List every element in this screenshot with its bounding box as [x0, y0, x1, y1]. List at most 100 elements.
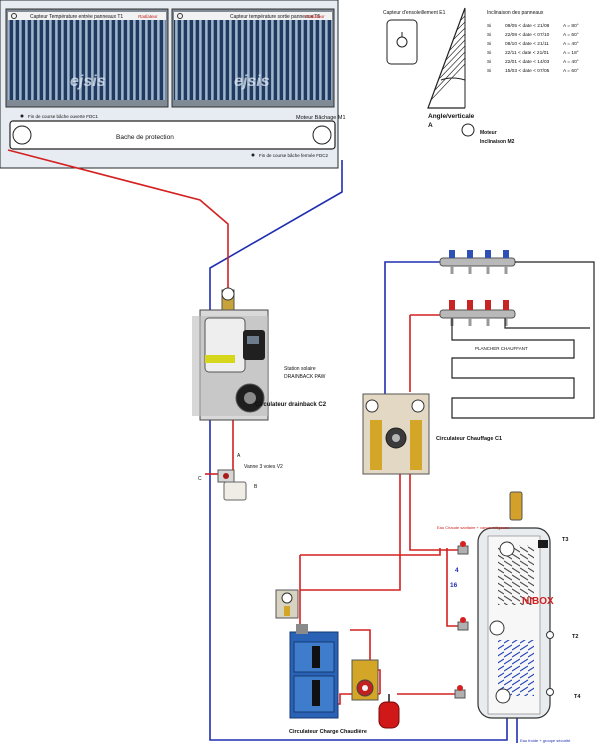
solar-station-name-1: Station solaire	[284, 366, 316, 372]
manifold-valve-cap	[467, 250, 473, 258]
manifold-valve-stem	[450, 266, 454, 274]
inclination-row-si: Si	[487, 68, 491, 74]
station-gauge	[221, 287, 235, 301]
bottom-limit-label: Fin de course bâche fermée FDC2	[259, 153, 329, 158]
manifold-outlet	[486, 318, 490, 326]
tank-number-4: 4	[455, 567, 459, 574]
inclination-row-si: Si	[487, 50, 491, 56]
station-controller	[243, 330, 265, 360]
tank-flange-top	[499, 541, 515, 557]
heating-circulator-label: Circulateur Chauffage C1	[436, 436, 502, 442]
manifold-flowmeter	[485, 300, 491, 310]
inclination-row-si: Si	[487, 32, 491, 38]
tarp-rect	[9, 120, 336, 150]
inclination-row-range: 08/05 < date < 21/08	[505, 23, 550, 29]
manifold-valve-cap	[485, 250, 491, 258]
inclination-row-angle: A = 60°	[563, 32, 579, 38]
manifold-valve-stem	[468, 266, 472, 274]
motor-cover-label: Moteur Bâchage M1	[296, 115, 346, 121]
manifold-valve-cap	[449, 250, 455, 258]
motor-m2-line1: Moteur	[480, 130, 497, 136]
motor-m2-icon	[461, 123, 475, 137]
sensor-t4-probe	[546, 688, 554, 696]
sun-sensor: Capteur d'ensoleillement E1	[383, 10, 446, 65]
manifold-outlet	[468, 318, 472, 326]
inclination-row-range: 22/08 < date < 07/10	[505, 32, 550, 38]
brand-mark: Radiateur	[138, 14, 158, 19]
sensor-t2-label: T2	[572, 634, 578, 640]
sensor-t3-probe	[538, 540, 548, 548]
tank-flange-mid	[489, 620, 505, 636]
inclination-row-angle: A = 60°	[563, 68, 579, 74]
inclination-row-angle: A = 40°	[563, 59, 579, 65]
tarp-roller-left	[12, 125, 32, 145]
angle-label: Angle/verticale	[428, 113, 475, 120]
inclination-row-range: 22/11 < date < 21/01	[505, 50, 549, 56]
inclination-row-angle: A = 40°	[563, 41, 579, 47]
protection-cover: Fin de course bâche ouverte FDC1 Moteur …	[9, 114, 346, 158]
inclination-title: Inclinaison des panneaux	[487, 10, 544, 16]
angle-letter: A	[428, 122, 433, 129]
manifold-valve-cap	[503, 250, 509, 258]
drainback-circulator-label: Circulateur drainback C2	[255, 402, 327, 408]
inclination-row-angle: A = 18°	[563, 50, 579, 56]
hot-water-label: Eau Chaude sanitaire + vanne mitigeuse	[437, 525, 510, 530]
valve-port-a: A	[237, 453, 241, 459]
floor-heating-label: PLANCHER CHAUFFANT	[475, 346, 528, 351]
tarp-label: Bache de protection	[116, 134, 174, 141]
tarp-roller-right	[312, 125, 332, 145]
boiler-circulator-label: Circulateur Charge Chaudière	[289, 729, 367, 735]
wood-boiler	[289, 624, 339, 719]
inclination-row-range: 15/03 < date < 07/05	[505, 68, 550, 74]
mixing-valve	[509, 491, 523, 521]
expansion-vessel	[378, 694, 400, 729]
boiler-safety-group	[275, 589, 299, 619]
manifold-valve-stem	[504, 266, 508, 274]
sun-sensor-label: Capteur d'ensoleillement E1	[383, 10, 446, 16]
solar-panel-left: Capteur Température entrée panneaux T1 R…	[5, 8, 169, 108]
inclination-table: Inclinaison des panneaux Si 08/05 < date …	[487, 10, 579, 74]
boiler-pump-group	[351, 659, 379, 701]
watermark: ejsis	[70, 73, 106, 90]
inclination-row-range: 08/10 < date < 21/11	[505, 41, 549, 47]
solar-station	[192, 287, 269, 421]
storage-tank	[477, 491, 554, 719]
tank-number-16: 16	[450, 582, 458, 589]
inclination-row-range: 22/01 < date < 14/03	[505, 59, 550, 65]
left-sensor-label: Capteur Température entrée panneaux T1	[30, 14, 123, 20]
right-sensor-label: Capteur température sortie panneaux T5	[230, 14, 320, 20]
brand-mark-right: Radiateur	[305, 14, 325, 19]
solar-panel-right: Capteur température sortie panneaux T5 R…	[171, 8, 335, 108]
valve-label: Vanne 3 voies V2	[244, 464, 283, 470]
manifold-flowmeter	[467, 300, 473, 310]
inclination-row-si: Si	[487, 41, 491, 47]
three-way-valve	[217, 469, 247, 501]
drainback-vessel	[204, 317, 246, 373]
sensor-t3-label: T3	[562, 537, 568, 543]
heating-gauge-left	[365, 399, 379, 413]
tank-flange-bottom	[495, 688, 511, 704]
station-yellow-band	[205, 355, 235, 363]
lower-coil	[498, 640, 534, 696]
manifold-flowmeter	[503, 300, 509, 310]
sensor-t5-icon	[177, 13, 183, 19]
manifold-valve-stem	[486, 266, 490, 274]
cold-pipes	[209, 160, 518, 743]
manifold-flowmeter	[449, 300, 455, 310]
tank-inlet-valves	[454, 541, 469, 699]
floor-heating-loop	[451, 261, 595, 419]
inclination-row-si: Si	[487, 23, 491, 29]
valve-port-b: B	[254, 484, 258, 490]
manifold-outlet	[504, 318, 508, 326]
floor-heating-manifold	[439, 250, 516, 326]
sun-sensor-icon	[396, 36, 408, 48]
heating-gauge-right	[411, 399, 425, 413]
sensor-t2-probe	[546, 631, 554, 639]
sensor-t4-label: T4	[574, 694, 581, 700]
valve-port-c: C	[198, 476, 202, 482]
inclination-row-si: Si	[487, 59, 491, 65]
inclination-diagram: Angle/verticale A Moteur Inclinaison M2	[427, 7, 515, 145]
valve-actuator	[223, 481, 247, 501]
watermark-right: ejsis	[234, 73, 270, 90]
